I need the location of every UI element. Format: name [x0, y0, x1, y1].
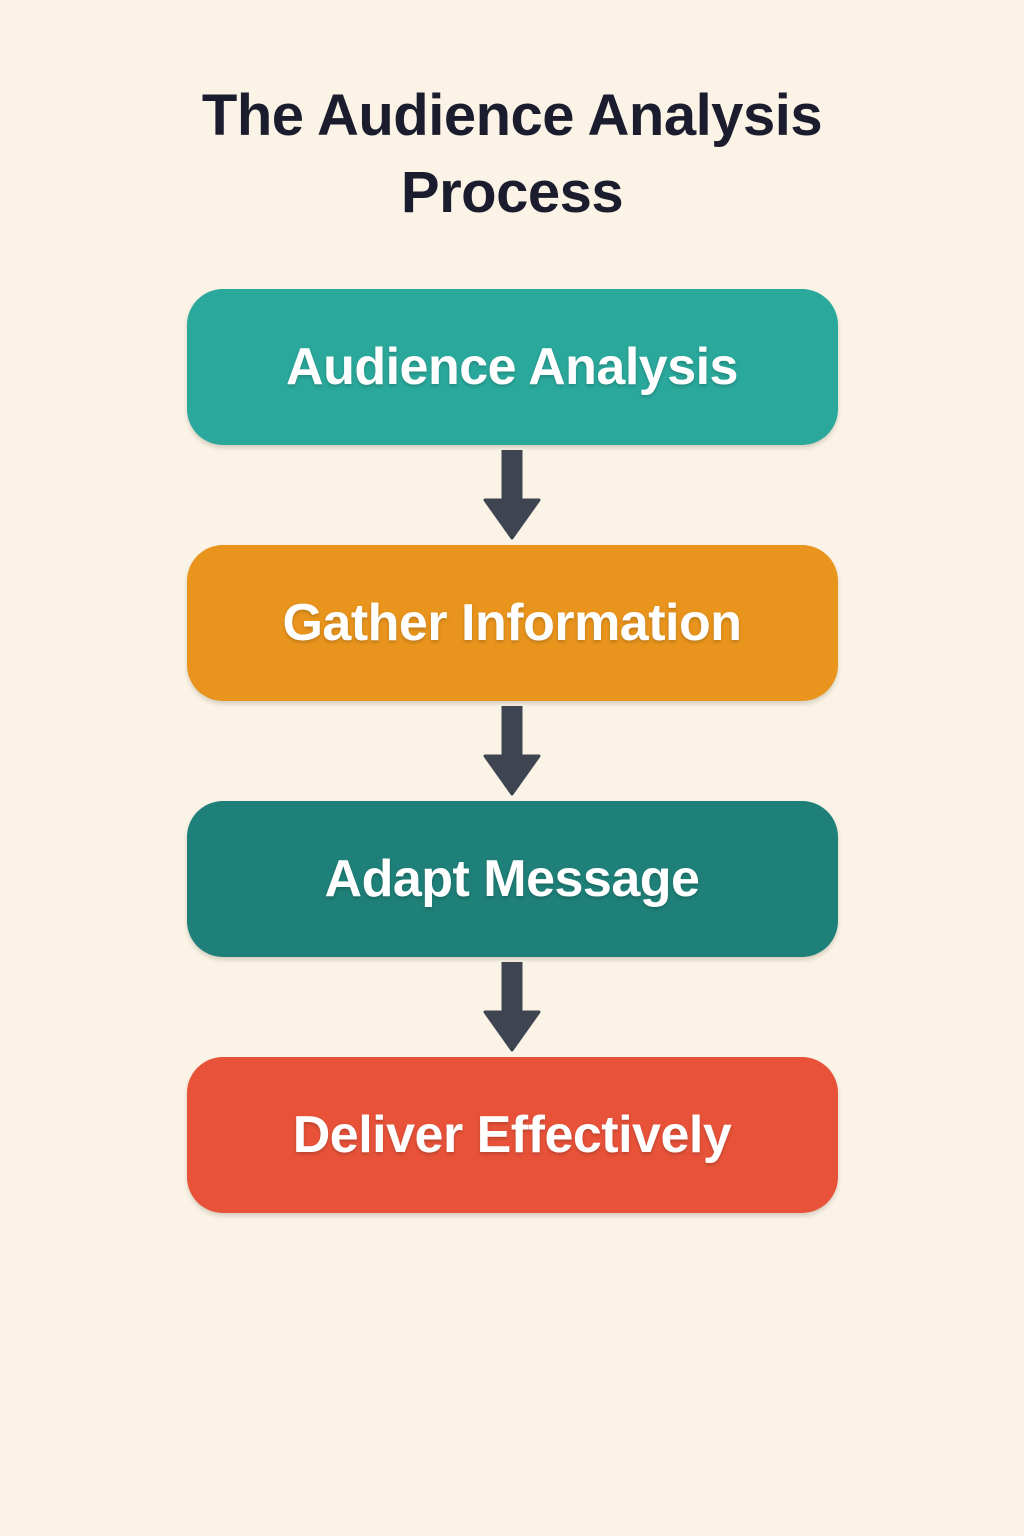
- step-label: Adapt Message: [324, 850, 700, 909]
- step-label: Audience Analysis: [286, 338, 738, 397]
- page-title: The Audience Analysis Process: [132, 78, 892, 231]
- step-gather-information: Gather Information: [186, 545, 838, 702]
- step-adapt-message: Adapt Message: [186, 801, 838, 958]
- page-title-line-2: Process: [400, 159, 624, 225]
- step-label: Deliver Effectively: [292, 1106, 732, 1165]
- step-label: Gather Information: [282, 594, 742, 653]
- process-flow: Audience Analysis Gather Information Ada…: [186, 289, 838, 1214]
- step-audience-analysis: Audience Analysis: [186, 289, 838, 446]
- down-arrow-icon: [483, 701, 541, 801]
- down-arrow-icon: [483, 445, 541, 545]
- step-deliver-effectively: Deliver Effectively: [186, 1057, 838, 1214]
- page-title-line-1: The Audience Analysis: [201, 83, 823, 148]
- down-arrow-icon: [483, 957, 541, 1057]
